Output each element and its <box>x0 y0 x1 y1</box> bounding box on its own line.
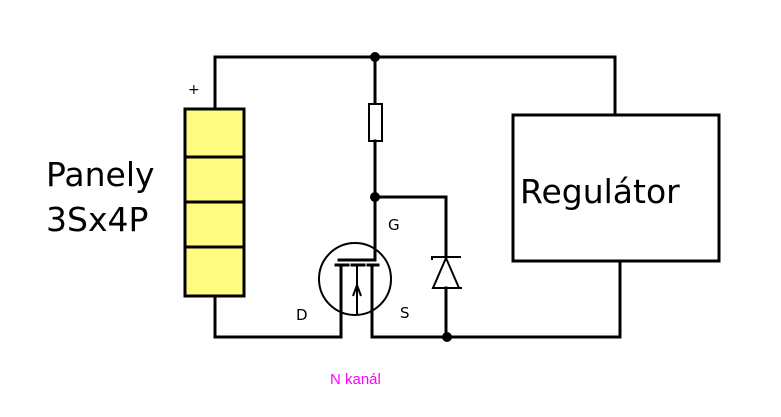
junction-dot-gate <box>370 192 380 202</box>
zener-triangle <box>431 255 461 289</box>
channel-type-note: N kanál <box>330 371 381 388</box>
junction-dot-top <box>370 52 380 62</box>
gate-label: G <box>388 216 400 234</box>
source-label: S <box>400 304 410 322</box>
drain-wire <box>213 295 343 339</box>
mosfet-symbol <box>318 242 392 316</box>
mosfet-body-circle <box>318 242 392 316</box>
polarity-plus-label: + <box>188 82 200 98</box>
drain-label: D <box>296 306 308 324</box>
junction-dot-source <box>442 332 452 342</box>
zener-cathode-bar <box>431 256 461 260</box>
mosfet-arrow-icon <box>352 282 362 297</box>
resistor <box>368 103 383 142</box>
regulator-box <box>511 113 721 263</box>
panel-label-line1: Panely <box>46 155 155 194</box>
source-wire <box>370 261 622 339</box>
zener-diode <box>431 255 462 339</box>
panel-label-line2: 3Sx4P <box>46 200 148 239</box>
gate-lead-wire <box>337 195 377 262</box>
top-rail-wire <box>213 55 617 117</box>
regulator-label: Regulátor <box>520 172 680 211</box>
solar-panel-stack <box>183 107 246 298</box>
gate-to-diode-wire <box>373 195 448 258</box>
